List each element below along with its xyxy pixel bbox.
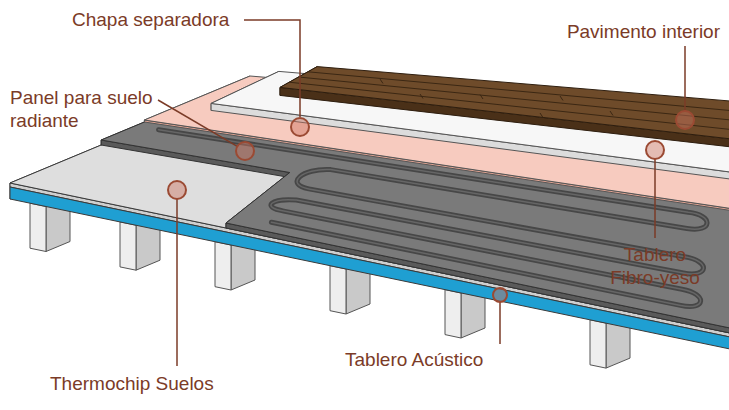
callout-markers-part xyxy=(646,141,664,159)
part-label: Tablero Fibro-yeso xyxy=(600,243,710,289)
wood-floor-part xyxy=(540,113,543,118)
wood-floor-part xyxy=(308,72,729,111)
joists-part xyxy=(215,242,231,290)
leader-lines-part xyxy=(244,20,300,117)
wood-floor-part xyxy=(380,79,383,84)
wood-floor-part xyxy=(610,111,613,116)
joists-part xyxy=(445,290,461,338)
wood-floor-part xyxy=(289,82,729,129)
joists-part xyxy=(590,320,606,368)
wood-floor-part xyxy=(560,96,563,101)
part-label: Chapa separadora xyxy=(72,8,229,31)
wood-floor-part xyxy=(480,95,483,100)
wood-floor-part xyxy=(280,67,729,139)
wood-floor-part xyxy=(299,77,729,120)
leader-lines xyxy=(158,20,685,366)
part-label: Thermochip Suelos xyxy=(50,372,214,395)
callout-markers-part xyxy=(168,181,186,199)
wood-floor-part xyxy=(420,94,423,99)
leader-lines-part xyxy=(176,199,178,366)
leader-lines-part xyxy=(158,100,237,146)
leader-lines-part xyxy=(684,46,686,111)
leader-lines-part xyxy=(499,302,501,344)
callout-markers-part xyxy=(676,111,694,129)
wood-floor xyxy=(280,67,729,147)
part-label: Panel para suelo radiante xyxy=(10,86,160,132)
callout-markers-part xyxy=(236,142,254,160)
joists-part xyxy=(330,266,346,314)
callout-markers-part xyxy=(291,118,309,136)
joists-part xyxy=(120,222,136,270)
part-label: Tablero Acústico xyxy=(345,348,483,371)
callout-markers-part xyxy=(493,288,507,302)
joists-part xyxy=(30,203,46,251)
part-label: Pavimento interior xyxy=(567,20,720,43)
leader-lines-part xyxy=(654,159,656,238)
